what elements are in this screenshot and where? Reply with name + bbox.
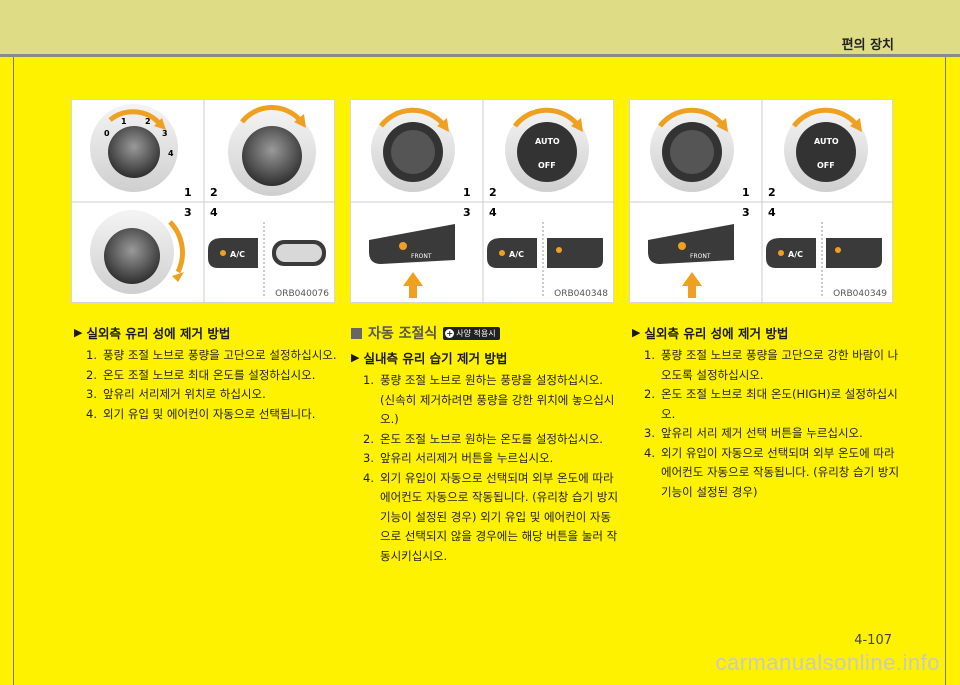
rotate-arrow-icon (240, 105, 302, 124)
panel-label: 3 (463, 206, 471, 219)
panel-label: 1 (463, 186, 471, 199)
list-item: 4.외기 유입 및 에어컨이 자동으로 선택됩니다. (86, 406, 316, 421)
figure-manual-climate-control: 0 1 2 3 4 1 2 3 4 A/C ORB040076 (71, 99, 336, 304)
list-item: 4.외기 유입이 자동으로 선택되며 외부 온도에 따라 에어컨도 자동으로 작… (363, 470, 619, 563)
panel-label: 3 (742, 206, 750, 219)
panel-label: 1 (184, 186, 192, 199)
list-item: 3.앞유리 서리 제거 선택 버튼을 누르십시오. (644, 426, 863, 440)
air-intake-button (547, 238, 603, 268)
square-bullet-icon (351, 327, 362, 339)
panel-label: 4 (210, 206, 218, 219)
subheading-text: 실내측 유리 습기 제거 방법 (363, 350, 508, 366)
watermark: carmanualsonline.info (715, 650, 940, 675)
temperature-knob (242, 126, 302, 186)
mode-knob (104, 228, 160, 284)
triangle-bullet-icon: ▶ (74, 325, 83, 339)
figure-code: ORB040348 (554, 289, 608, 299)
panel-label: 2 (768, 186, 776, 199)
header-divider (0, 54, 960, 57)
list-item: 4.외기 유입이 자동으로 선택되며 외부 온도에 따라 에어컨도 자동으로 작… (644, 445, 900, 499)
rotate-arrow-icon (513, 107, 579, 128)
off-label: OFF (538, 161, 556, 170)
dial-number: 2 (145, 117, 151, 126)
fan-knob (108, 126, 160, 178)
press-arrow-icon (403, 272, 423, 298)
rotate-arrow-icon (658, 107, 724, 128)
right-column: ▶ 실외측 유리 성에 제거 방법 1.풍량 조절 노브로 풍량을 고단으로 강… (632, 322, 902, 502)
subheading: ▶ 실외측 유리 성에 제거 방법 (632, 322, 902, 342)
right-margin-line (945, 57, 946, 685)
list-item: 2.온도 조절 노브로 최대 온도를 설정하십시오. (86, 367, 316, 382)
triangle-bullet-icon: ▶ (351, 350, 360, 364)
ac-button (208, 238, 258, 268)
steps-list: 1.풍량 조절 노브로 풍량을 고단으로 강한 바람이 나오도록 설정하십시오.… (632, 346, 902, 502)
section-title: 편의 장치 (841, 38, 894, 53)
section-heading: 자동 조절식 + 사양 적용시 (351, 322, 621, 344)
dial-number: 0 (104, 129, 110, 138)
option-badge: + 사양 적용시 (443, 326, 500, 340)
page-number: 4-107 (854, 633, 892, 648)
list-item: 1.풍량 조절 노브로 원하는 풍량을 설정하십시오. (신속히 제거하려면 풍… (363, 373, 615, 426)
front-defrost-button (369, 224, 455, 264)
auto-climate-diagram: 1 AUTO OFF 2 3 FRONT 4 A/C (351, 100, 615, 304)
air-intake-button (826, 238, 882, 268)
front-label: FRONT (411, 253, 432, 260)
dial-number: 1 (121, 117, 127, 126)
figure-code: ORB040349 (833, 289, 887, 299)
panel-label: 4 (489, 206, 497, 219)
ac-button (487, 238, 537, 268)
figure-auto-climate-exterior: 1 AUTO OFF 2 3 FRONT 4 A/C ORB040349 (629, 99, 894, 304)
dial-number: 4 (168, 149, 174, 158)
left-margin-line (13, 57, 14, 685)
front-label: FRONT (690, 253, 711, 260)
ac-button (766, 238, 816, 268)
auto-label: AUTO (814, 137, 839, 146)
auto-climate-diagram: 1 AUTO OFF 2 3 FRONT 4 A/C (630, 100, 894, 304)
plus-icon: + (445, 328, 455, 338)
front-defrost-button (648, 224, 734, 264)
section-heading-text: 자동 조절식 (368, 326, 438, 342)
rotate-arrow-icon (168, 220, 185, 274)
subheading-text: 실외측 유리 성에 제거 방법 (86, 325, 231, 341)
subheading-text: 실외측 유리 성에 제거 방법 (644, 325, 789, 341)
panel-label: 1 (742, 186, 750, 199)
figure-code: ORB040076 (275, 289, 329, 299)
ac-label: A/C (788, 250, 803, 259)
temperature-knob (796, 122, 856, 182)
header-band (0, 0, 960, 54)
rotate-arrow-icon (792, 107, 858, 128)
left-column: ▶ 실외측 유리 성에 제거 방법 1.풍량 조절 노브로 풍량을 고단으로 설… (74, 322, 344, 424)
list-item: 1.풍량 조절 노브로 풍량을 고단으로 설정하십시오. (86, 348, 337, 362)
press-arrow-icon (682, 272, 702, 298)
rotate-arrow-icon (108, 109, 162, 126)
list-item: 2.온도 조절 노브로 원하는 온도를 설정하십시오. (363, 431, 603, 446)
figure-auto-climate-interior: 1 AUTO OFF 2 3 FRONT 4 A/C ORB040348 (350, 99, 615, 304)
dial-number: 3 (162, 129, 168, 138)
list-item: 3.앞유리 서리제거 위치로 하십시오. (86, 387, 266, 401)
off-label: OFF (817, 161, 835, 170)
list-item: 3.앞유리 서리제거 버튼을 누르십시오. (363, 451, 554, 465)
subheading: ▶ 실외측 유리 성에 제거 방법 (74, 322, 344, 342)
panel-label: 4 (768, 206, 776, 219)
auto-label: AUTO (535, 137, 560, 146)
middle-column: 자동 조절식 + 사양 적용시 ▶ 실내측 유리 습기 제거 방법 1.풍량 조… (351, 322, 621, 566)
badge-text: 사양 적용시 (456, 328, 496, 338)
triangle-bullet-icon: ▶ (632, 325, 641, 339)
temperature-knob (517, 122, 577, 182)
panel-label: 3 (184, 206, 192, 219)
list-item: 2.온도 조절 노브로 최대 온도(HIGH)로 설정하십시오. (644, 387, 898, 421)
list-item: 1.풍량 조절 노브로 풍량을 고단으로 강한 바람이 나오도록 설정하십시오. (644, 348, 899, 382)
ac-label: A/C (509, 250, 524, 259)
ac-label: A/C (230, 250, 245, 259)
manual-climate-diagram: 0 1 2 3 4 1 2 3 4 A/C (72, 100, 336, 304)
steps-list: 1.풍량 조절 노브로 원하는 풍량을 설정하십시오. (신속히 제거하려면 풍… (351, 371, 621, 566)
panel-label: 2 (210, 186, 218, 199)
steps-list: 1.풍량 조절 노브로 풍량을 고단으로 설정하십시오. 2.온도 조절 노브로… (74, 346, 344, 424)
rotate-arrow-icon (379, 107, 445, 128)
subheading: ▶ 실내측 유리 습기 제거 방법 (351, 347, 621, 367)
panel-label: 2 (489, 186, 497, 199)
